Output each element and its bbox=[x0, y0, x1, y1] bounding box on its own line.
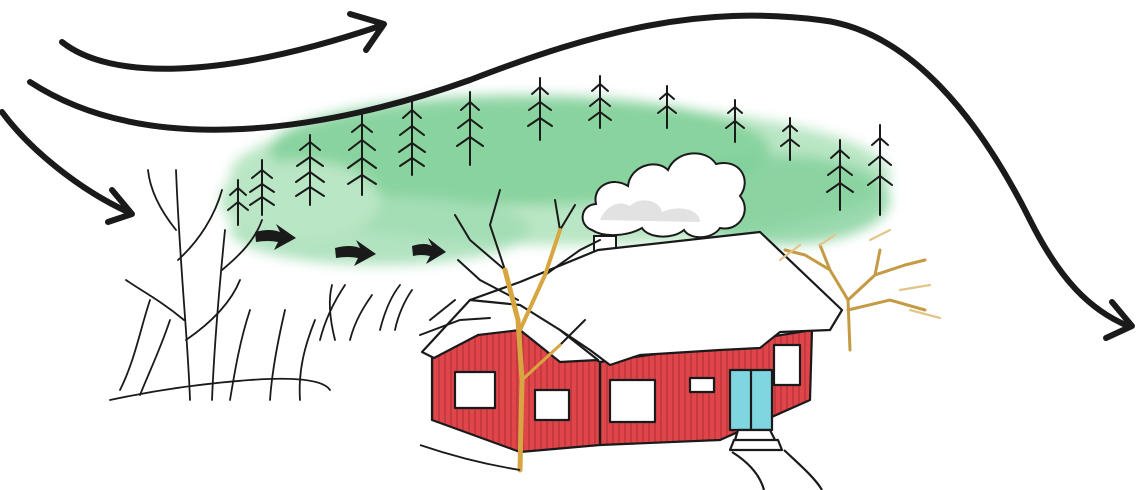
house bbox=[422, 232, 842, 490]
ground-line bbox=[420, 445, 520, 470]
wind-arrow-top bbox=[62, 26, 380, 69]
house-sign bbox=[690, 378, 714, 392]
house-window bbox=[774, 345, 800, 385]
house-steps bbox=[730, 430, 782, 450]
house-window bbox=[535, 390, 569, 420]
garden-path bbox=[732, 450, 822, 490]
house-window bbox=[610, 380, 655, 422]
wind-arrow-left bbox=[2, 112, 128, 212]
house-window bbox=[455, 372, 495, 408]
